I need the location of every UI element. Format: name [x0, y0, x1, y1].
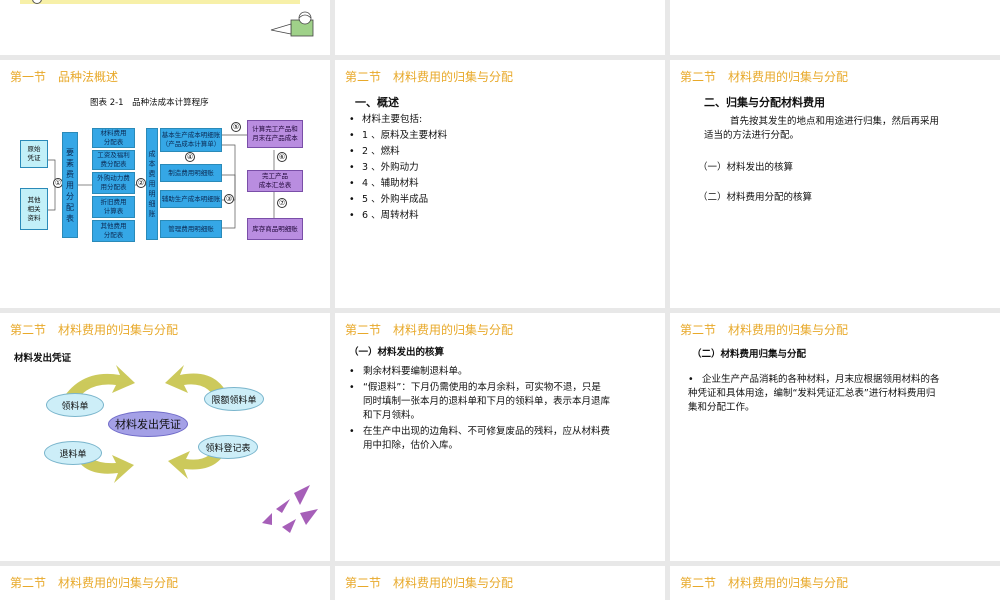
slide-title: 第二节 材料费用的归集与分配	[345, 70, 514, 84]
expense-item-wages: 工资及福利 费分配表	[92, 150, 135, 170]
slide-title: 第二节 材料费用的归集与分配	[345, 576, 514, 590]
slide-thumbnail-9[interactable]: 第二节 材料费用的归集与分配 （二）材料费用归集与分配 企业生产产品消耗的各种材…	[670, 313, 1000, 561]
bullet-text-line: 集和分配工作。	[688, 402, 755, 413]
section-heading: 二、归集与分配材料费用	[704, 96, 825, 109]
account-auxiliary-production: 辅助生产成本明细账	[160, 190, 222, 208]
bullet-pseudo-return: “假退料”：下月仍需使用的本月余料，可实物不退，只是 同时填制一张本月的退料单和…	[349, 381, 610, 423]
bullet-text-line: “假退料”：下月仍需使用的本月余料，可实物不退，只是	[363, 382, 601, 393]
mindmap-node-requisition: 领料单	[46, 393, 104, 417]
slide-thumbnail-11[interactable]: 第二节 材料费用的归集与分配	[335, 566, 665, 600]
slide-title: 第二节 材料费用的归集与分配	[10, 323, 179, 337]
paragraph-line-1: 首先按其发生的地点和用途进行归集，然后再采用	[730, 116, 940, 127]
chart-caption: 图表 2-1 品种法成本计算程序	[90, 98, 209, 108]
list-item: 5 、外购半成品	[349, 192, 447, 208]
cost-ledger-block: 成 本 费 用 明 细 账	[146, 128, 158, 240]
step-5: ⑤	[231, 122, 241, 132]
slide-thumbnail-10[interactable]: 第二节 材料费用的归集与分配	[0, 566, 330, 600]
list-item: 材料主要包括:	[349, 112, 447, 128]
decorative-triangles	[262, 485, 318, 533]
slide-thumbnail-5[interactable]: 第二节 材料费用的归集与分配 一、概述 材料主要包括: 1 、原料及主要材料 2…	[335, 60, 665, 308]
mindmap-node-quota-requisition: 限额领料单	[204, 387, 264, 411]
slide-title: 第二节 材料费用的归集与分配	[680, 576, 849, 590]
section-heading: 材料发出凭证	[14, 353, 72, 364]
expense-item-power: 外购动力费 用分配表	[92, 172, 135, 194]
list-item: 1 、原料及主要材料	[349, 128, 447, 144]
material-types-list: 材料主要包括: 1 、原料及主要材料 2 、燃料 3 、外购动力 4 、辅助材料…	[349, 112, 447, 224]
paragraph-line-2: 适当的方法进行分配。	[704, 130, 800, 141]
list-item: 2 、燃料	[349, 144, 447, 160]
bullet-text-line: 和下月领料。	[363, 410, 421, 421]
slide-title: 第一节 品种法概述	[10, 70, 119, 84]
slide-thumbnail-2[interactable]	[335, 0, 665, 55]
subheading-issuance: （一）材料发出的核算	[698, 162, 794, 173]
bullet-text-line: 在生产中出现的边角料、不可修复废品的残料，应从材料费	[363, 426, 611, 437]
step-3: ③	[224, 194, 234, 204]
expense-item-materials: 材料费用 分配表	[92, 128, 135, 148]
bullet-text-line: 用中扣除，估价入库。	[363, 440, 459, 451]
expense-distribution-table: 要 素 费 用 分 配 表	[62, 132, 78, 238]
mindmap-center-node: 材料发出凭证	[108, 411, 188, 437]
slide-thumbnail-6[interactable]: 第二节 材料费用的归集与分配 二、归集与分配材料费用 首先按其发生的地点和用途进…	[670, 60, 1000, 308]
account-administrative-expense: 管理费用明细账	[160, 220, 222, 238]
bullet-text-line: 企业生产产品消耗的各种材料，月末应根据领用材料的各	[702, 374, 940, 385]
slide-title: 第二节 材料费用的归集与分配	[680, 323, 849, 337]
bullet-scrap-deduction: 在生产中出现的边角料、不可修复废品的残料，应从材料费 用中扣除，估价入库。	[349, 425, 610, 453]
result-cost-calculation: 计算完工产品和 月末在产品成本	[247, 120, 303, 148]
slide-title: 第二节 材料费用的归集与分配	[10, 576, 179, 590]
slide-thumbnail-3[interactable]	[670, 0, 1000, 55]
bullet-text-line: 种凭证和具体用途，编制“发料凭证汇总表”进行材料费用归	[688, 388, 936, 399]
list-item: 6 、周转材料	[349, 208, 447, 224]
list-item: 4 、辅助材料	[349, 176, 447, 192]
slide-thumbnail-7[interactable]: 第二节 材料费用的归集与分配 材料发出凭证 材料发出凭证 领料单 退料单 限额领…	[0, 313, 330, 561]
title-banner-fragment	[20, 0, 300, 4]
step-6: ⑥	[277, 152, 287, 162]
slide-title: 第二节 材料费用的归集与分配	[680, 70, 849, 84]
result-inventory-ledger: 库存商品明细账	[247, 218, 303, 240]
slide-thumbnail-4[interactable]: 第一节 品种法概述 图表 2-1 品种法成本计算程序 原始 凭证 其他 相关 资…	[0, 60, 330, 308]
step-4: ④	[185, 152, 195, 162]
mindmap-node-return: 退料单	[44, 441, 102, 465]
list-item: 3 、外购动力	[349, 160, 447, 176]
section-heading: （二）材料费用归集与分配	[692, 349, 807, 360]
mindmap-node-requisition-register: 领料登记表	[198, 435, 258, 459]
bullet-text: 剩余材料要编制退料单。	[363, 366, 468, 377]
bullet-return-slip: 剩余材料要编制退料单。	[349, 365, 468, 379]
bullet-text-line: 同时填制一张本月的退料单和下月的领料单，表示本月退库	[363, 396, 611, 407]
slide-title: 第二节 材料费用的归集与分配	[345, 323, 514, 337]
source-original-voucher: 原始 凭证	[20, 140, 48, 168]
subheading-allocation: （二）材料费用分配的核算	[698, 192, 813, 203]
step-2: ②	[136, 178, 146, 188]
account-manufacturing-overhead: 制造费用明细账	[160, 164, 222, 182]
account-basic-production: 基本生产成本明细账 （产品成本计算单）	[160, 128, 222, 152]
slide-thumbnail-8[interactable]: 第二节 材料费用的归集与分配 （一）材料发出的核算 剩余材料要编制退料单。 “假…	[335, 313, 665, 561]
step-7: ⑦	[277, 198, 287, 208]
section-heading: （一）材料发出的核算	[349, 347, 445, 358]
section-heading: 一、概述	[355, 96, 399, 109]
result-finished-summary: 完工产品 成本汇总表	[247, 170, 303, 192]
curved-arrows-graphic	[60, 365, 318, 533]
pointing-hand-icon	[270, 11, 314, 37]
expense-item-other: 其他费用 分配表	[92, 220, 135, 242]
slide-thumbnail-12[interactable]: 第二节 材料费用的归集与分配	[670, 566, 1000, 600]
source-other-docs: 其他 相关 资料	[20, 188, 48, 230]
expense-item-depreciation: 折旧费用 计算表	[92, 196, 135, 218]
bullet-allocation-summary: 企业生产产品消耗的各种材料，月末应根据领用材料的各 种凭证和具体用途，编制“发料…	[688, 373, 940, 415]
slide-thumbnail-1[interactable]	[0, 0, 330, 55]
